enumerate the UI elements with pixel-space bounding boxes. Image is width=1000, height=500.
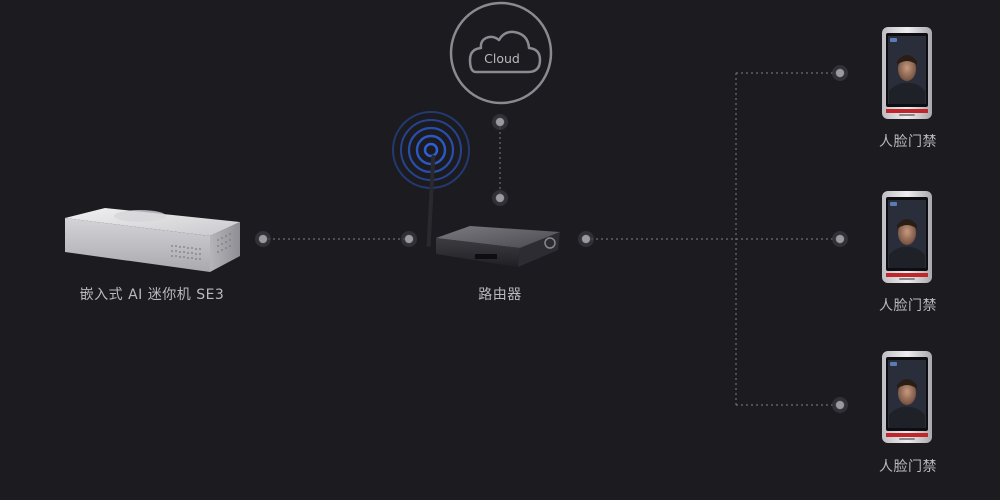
- terminal-label: 人脸门禁: [879, 298, 937, 314]
- mini-pc-label: 嵌入式 AI 迷你机 SE3: [79, 287, 225, 303]
- terminal-label: 人脸门禁: [879, 134, 937, 150]
- router-label: 路由器: [478, 287, 522, 303]
- face-access-terminal: [882, 351, 932, 443]
- cloud-label: Cloud: [484, 51, 520, 66]
- face-access-terminal: [882, 191, 932, 283]
- connection-lines: [263, 72, 840, 406]
- terminal-label: 人脸门禁: [879, 459, 937, 475]
- face-access-terminal: [882, 27, 932, 119]
- router-device: [426, 155, 560, 267]
- cloud-icon: Cloud: [449, 1, 553, 105]
- mini-pc-device: [65, 208, 240, 272]
